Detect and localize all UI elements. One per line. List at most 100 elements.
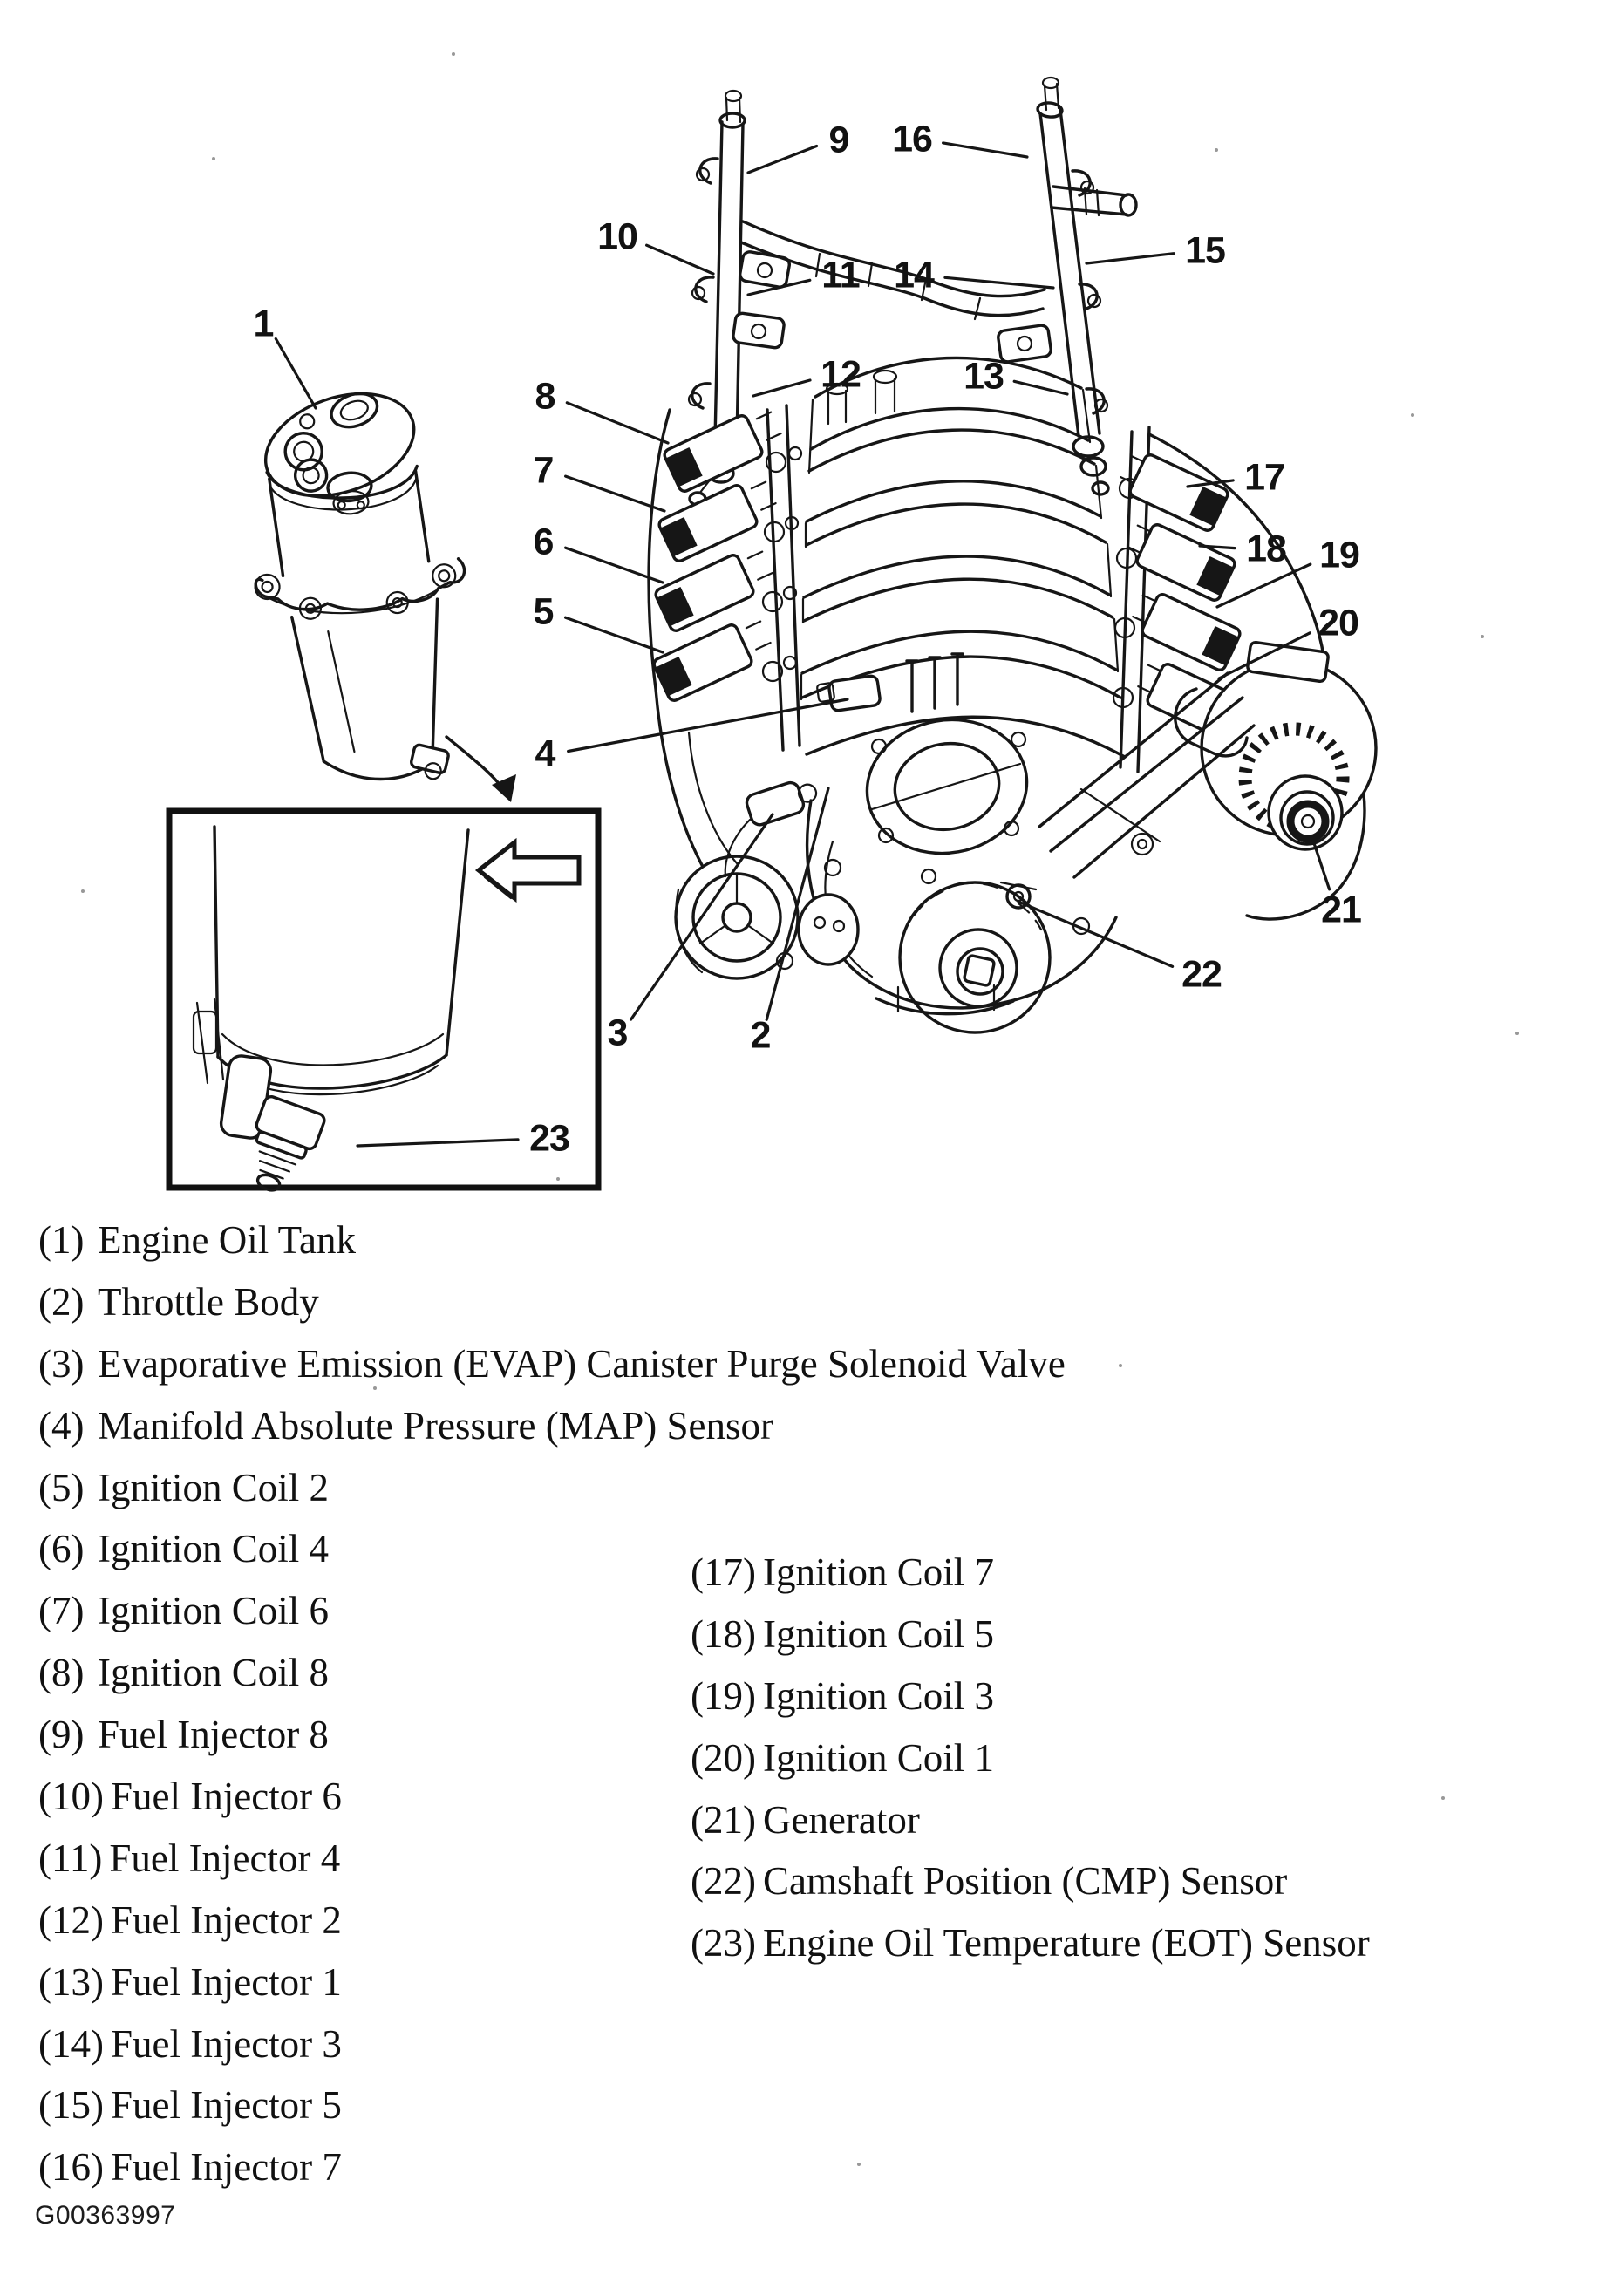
legend-item-label: Fuel Injector 8 (98, 1713, 329, 1757)
oil-tank-drawing (254, 392, 466, 781)
leader-line-4 (566, 698, 849, 753)
legend-item-22: (22)Camshaft Position (CMP) Sensor (691, 1850, 1370, 1912)
leader-line-21 (1311, 839, 1331, 891)
legend-item-7: (7) Ignition Coil 6 (38, 1580, 1066, 1642)
leader-line-22 (1017, 900, 1175, 969)
legend-left-column: (1) Engine Oil Tank (2) Throttle Body (3) Eva… (38, 1209, 1066, 2198)
legend-item-18: (18)Ignition Coil 5 (691, 1604, 1370, 1666)
legend-item-number: (13) (38, 1959, 104, 2004)
callout-11: 11 (821, 254, 860, 296)
legend-item-number: (7) (38, 1589, 85, 1633)
legend-item-label: Fuel Injector 5 (110, 2083, 342, 2128)
legend-item-12: (12)Fuel Injector 2 (38, 1890, 1066, 1952)
callout-9: 9 (828, 119, 850, 161)
legend-item-10: (10)Fuel Injector 6 (38, 1766, 1066, 1828)
legend-item-label: Generator (762, 1797, 920, 1842)
detail-pointer-arrow (445, 735, 516, 802)
legend-item-number: (11) (38, 1836, 103, 1880)
legend-item-number: (3) (38, 1341, 85, 1386)
legend-item-label: Fuel Injector 4 (109, 1836, 341, 1880)
leader-line-6 (563, 546, 664, 584)
callout-16: 16 (892, 118, 933, 160)
callout-18: 18 (1246, 528, 1287, 570)
legend-item-label: Ignition Coil 6 (98, 1589, 330, 1633)
leader-line-16 (941, 141, 1029, 159)
leader-line-8 (565, 401, 670, 445)
legend-item-8: (8)Ignition Coil 8 (38, 1642, 1066, 1704)
leader-line-18 (1198, 544, 1236, 550)
callout-12: 12 (821, 353, 861, 396)
legend-item-1: (1) Engine Oil Tank (38, 1209, 1066, 1271)
callout-14: 14 (894, 254, 935, 296)
legend-item-label: Fuel Injector 3 (110, 2021, 342, 2066)
legend-item-19: (19)Ignition Coil 3 (691, 1666, 1370, 1727)
legend-item-number: (4) (38, 1403, 85, 1448)
legend-item-9: (9) Fuel Injector 8 (38, 1704, 1066, 1766)
callout-leader-lines (274, 141, 1331, 1148)
legend-item-number: (1) (38, 1217, 85, 1262)
callout-19: 19 (1319, 534, 1360, 576)
legend-item-number: (15) (38, 2083, 104, 2128)
legend-item-4: (4) Manifold Absolute Pressure (MAP) Sens… (38, 1395, 1066, 1457)
direction-arrow-icon (474, 837, 582, 903)
legend-item-3: (3) Evaporative Emission (EVAP) Canister … (38, 1333, 1066, 1395)
legend-item-14: (14)Fuel Injector 3 (38, 2013, 1066, 2075)
callout-21: 21 (1321, 889, 1362, 931)
legend-item-label: Fuel Injector 2 (110, 1897, 342, 1942)
callout-1: 1 (253, 303, 275, 345)
leader-line-7 (563, 474, 666, 513)
callout-20: 20 (1318, 602, 1359, 644)
leader-line-10 (644, 243, 715, 276)
leader-line-2 (765, 787, 830, 1021)
legend-item-label: Throttle Body (98, 1279, 319, 1324)
callout-17: 17 (1244, 456, 1285, 499)
callout-22: 22 (1181, 953, 1222, 996)
legend-item-label: Ignition Coil 5 (762, 1611, 994, 1656)
callout-23: 23 (529, 1117, 570, 1160)
legend-item-17: (17)Ignition Coil 7 (691, 1542, 1370, 1604)
legend-item-number: (10) (38, 1774, 104, 1818)
legend-item-16: (16)Fuel Injector 7 (38, 2136, 1066, 2198)
leader-line-5 (563, 616, 664, 654)
callout-6: 6 (533, 521, 555, 563)
leader-line-3 (629, 813, 774, 1021)
legend-item-label: Fuel Injector 6 (110, 1774, 342, 1818)
legend-item-label: Engine Oil Temperature (EOT) Sensor (762, 1921, 1370, 1966)
callout-4: 4 (535, 732, 556, 775)
legend-item-13: (13)Fuel Injector 1 (38, 1952, 1066, 2013)
leader-line-13 (1012, 379, 1069, 396)
legend-item-number: (6) (38, 1527, 85, 1571)
legend-item-label: Evaporative Emission (EVAP) Canister Pur… (98, 1341, 1066, 1386)
legend-item-number: (22) (691, 1859, 756, 1904)
legend-item-label: Manifold Absolute Pressure (MAP) Sensor (98, 1403, 773, 1448)
legend-item-number: (18) (691, 1611, 756, 1656)
callout-10: 10 (597, 215, 638, 258)
legend-item-label: Ignition Coil 7 (762, 1550, 994, 1594)
callout-15: 15 (1185, 229, 1226, 272)
legend-item-number: (2) (38, 1279, 85, 1324)
legend-item-label: Ignition Coil 2 (98, 1465, 330, 1509)
legend-item-label: Engine Oil Tank (98, 1217, 356, 1262)
legend-item-number: (5) (38, 1465, 85, 1509)
legend-item-number: (9) (38, 1713, 85, 1757)
inset-box-drawing (166, 807, 602, 1192)
legend-item-number: (20) (691, 1735, 756, 1780)
legend-item-number: (23) (691, 1921, 756, 1966)
legend-item-11: (11)Fuel Injector 4 (38, 1828, 1066, 1890)
leader-line-1 (274, 337, 317, 410)
legend-item-number: (12) (38, 1897, 104, 1942)
legend-item-number: (16) (38, 2145, 104, 2190)
legend-item-21: (21)Generator (691, 1789, 1370, 1851)
callout-8: 8 (535, 375, 556, 418)
leader-line-14 (943, 276, 1055, 290)
legend-item-number: (8) (38, 1651, 85, 1695)
legend-item-label: Ignition Coil 3 (762, 1673, 994, 1718)
legend-item-number: (14) (38, 2021, 104, 2066)
callout-13: 13 (964, 355, 1004, 398)
callout-7: 7 (533, 449, 555, 492)
leader-line-17 (1186, 479, 1235, 488)
leader-line-12 (752, 378, 812, 398)
engine-assembly-drawing (647, 356, 1378, 1034)
